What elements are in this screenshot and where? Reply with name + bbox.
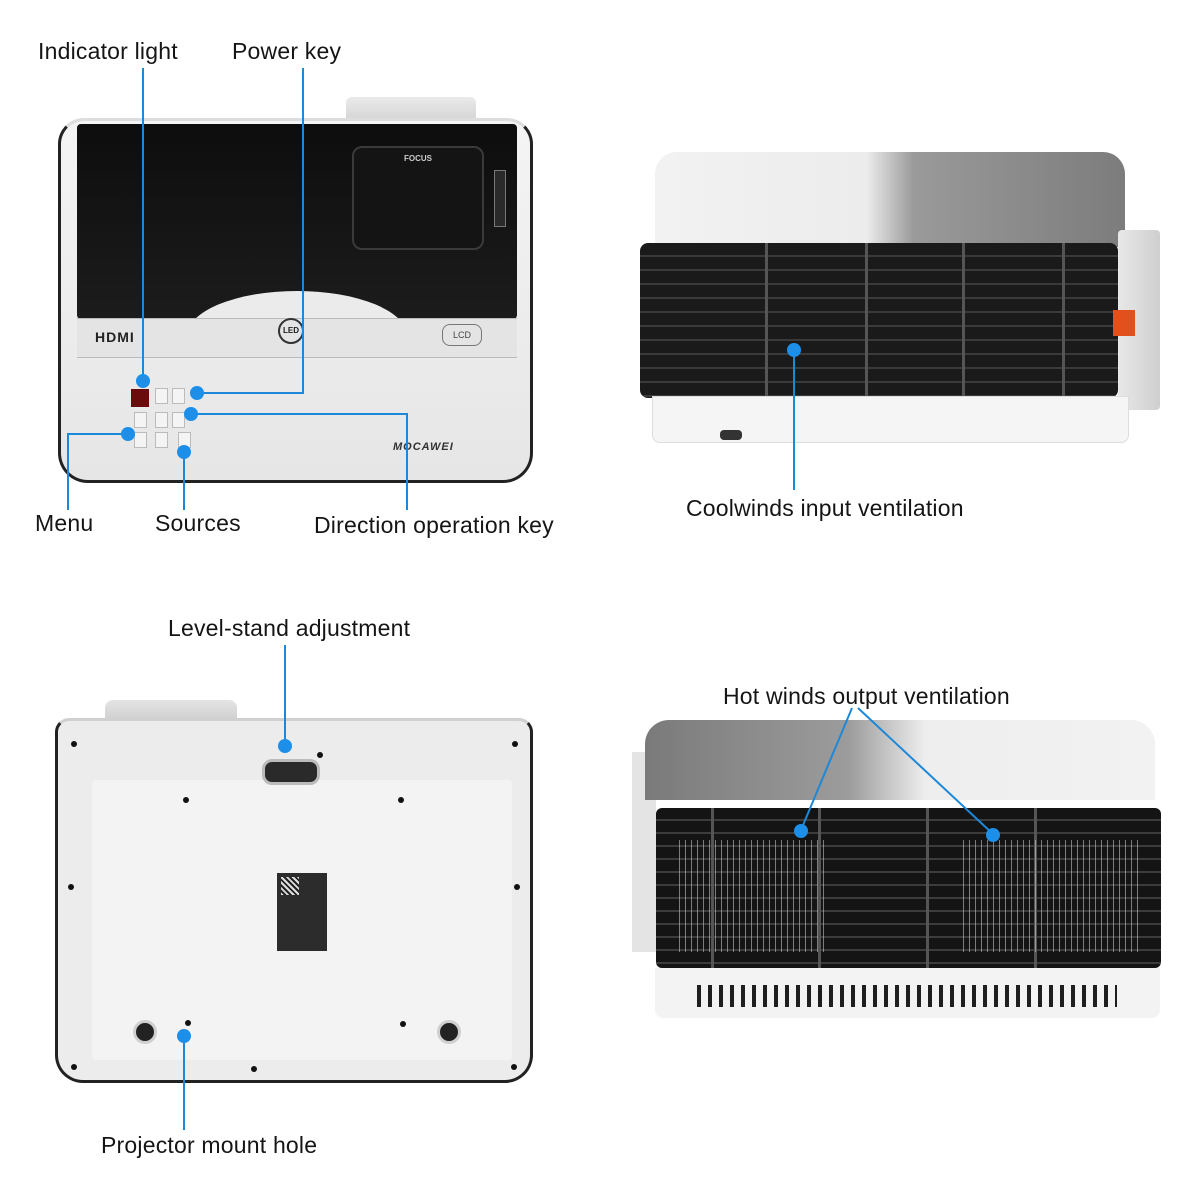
screw [400,1021,406,1027]
exhaust-mesh-right [958,840,1138,952]
key-ok [155,412,168,428]
label-level-stand: Level-stand adjustment [168,615,411,641]
label-sources: Sources [155,510,241,536]
dot-power-key [190,386,204,400]
menu-key [134,432,147,448]
exhaust-mesh-left [674,840,829,952]
dot-intake [787,343,801,357]
label-menu: Menu [35,510,94,536]
side-top-surface [655,152,1125,247]
leader-menu [67,433,128,510]
screw [317,752,323,758]
screw [514,884,520,890]
hdmi-logo: HDMI [95,329,135,345]
label-intake-ventilation: Coolwinds input ventilation [686,495,964,521]
rubber-foot [133,1020,157,1044]
dot-sources [177,445,191,459]
screw [251,1066,257,1072]
leader-direction-key [190,413,408,510]
dot-exhaust-right [986,828,1000,842]
label-power-key: Power key [232,38,342,64]
key-right [172,412,185,428]
power-key [172,388,185,404]
back-top-surface [645,720,1155,800]
base-fins [697,985,1117,1007]
lens-release-tab [1113,310,1135,336]
leader-power-key [198,68,304,394]
exhaust-vent-grill [656,808,1161,968]
leader-exhaust-right [857,707,994,835]
screw [398,797,404,803]
lcd-logo: LCD [442,324,482,346]
dot-direction-key [184,407,198,421]
label-indicator-light: Indicator light [38,38,178,64]
screw [68,884,74,890]
intake-vent-grill [640,243,1118,398]
dot-indicator-light [136,374,150,388]
label-exhaust-ventilation: Hot winds output ventilation [723,683,1010,709]
label-mount-hole: Projector mount hole [101,1132,318,1158]
level-stand-adjuster [262,759,320,785]
screw [71,741,77,747]
key-left [134,412,147,428]
rubber-foot [437,1020,461,1044]
screw [511,1064,517,1070]
screw [183,797,189,803]
leader-exhaust-left [800,707,853,831]
dot-menu [121,427,135,441]
label-direction-key: Direction operation key [314,512,554,538]
dot-exhaust-left [794,824,808,838]
mount-hole [185,1020,191,1026]
adjustable-foot [720,430,742,440]
rating-label [277,873,327,951]
dot-level-stand [278,739,292,753]
focus-label: FOCUS [404,154,432,163]
keystone-slider [494,170,506,227]
screw [71,1064,77,1070]
indicator-light [131,389,149,407]
dot-mount-hole [177,1029,191,1043]
screw [512,741,518,747]
key-down [155,432,168,448]
focus-window: FOCUS [352,146,484,250]
key-up [155,388,168,404]
